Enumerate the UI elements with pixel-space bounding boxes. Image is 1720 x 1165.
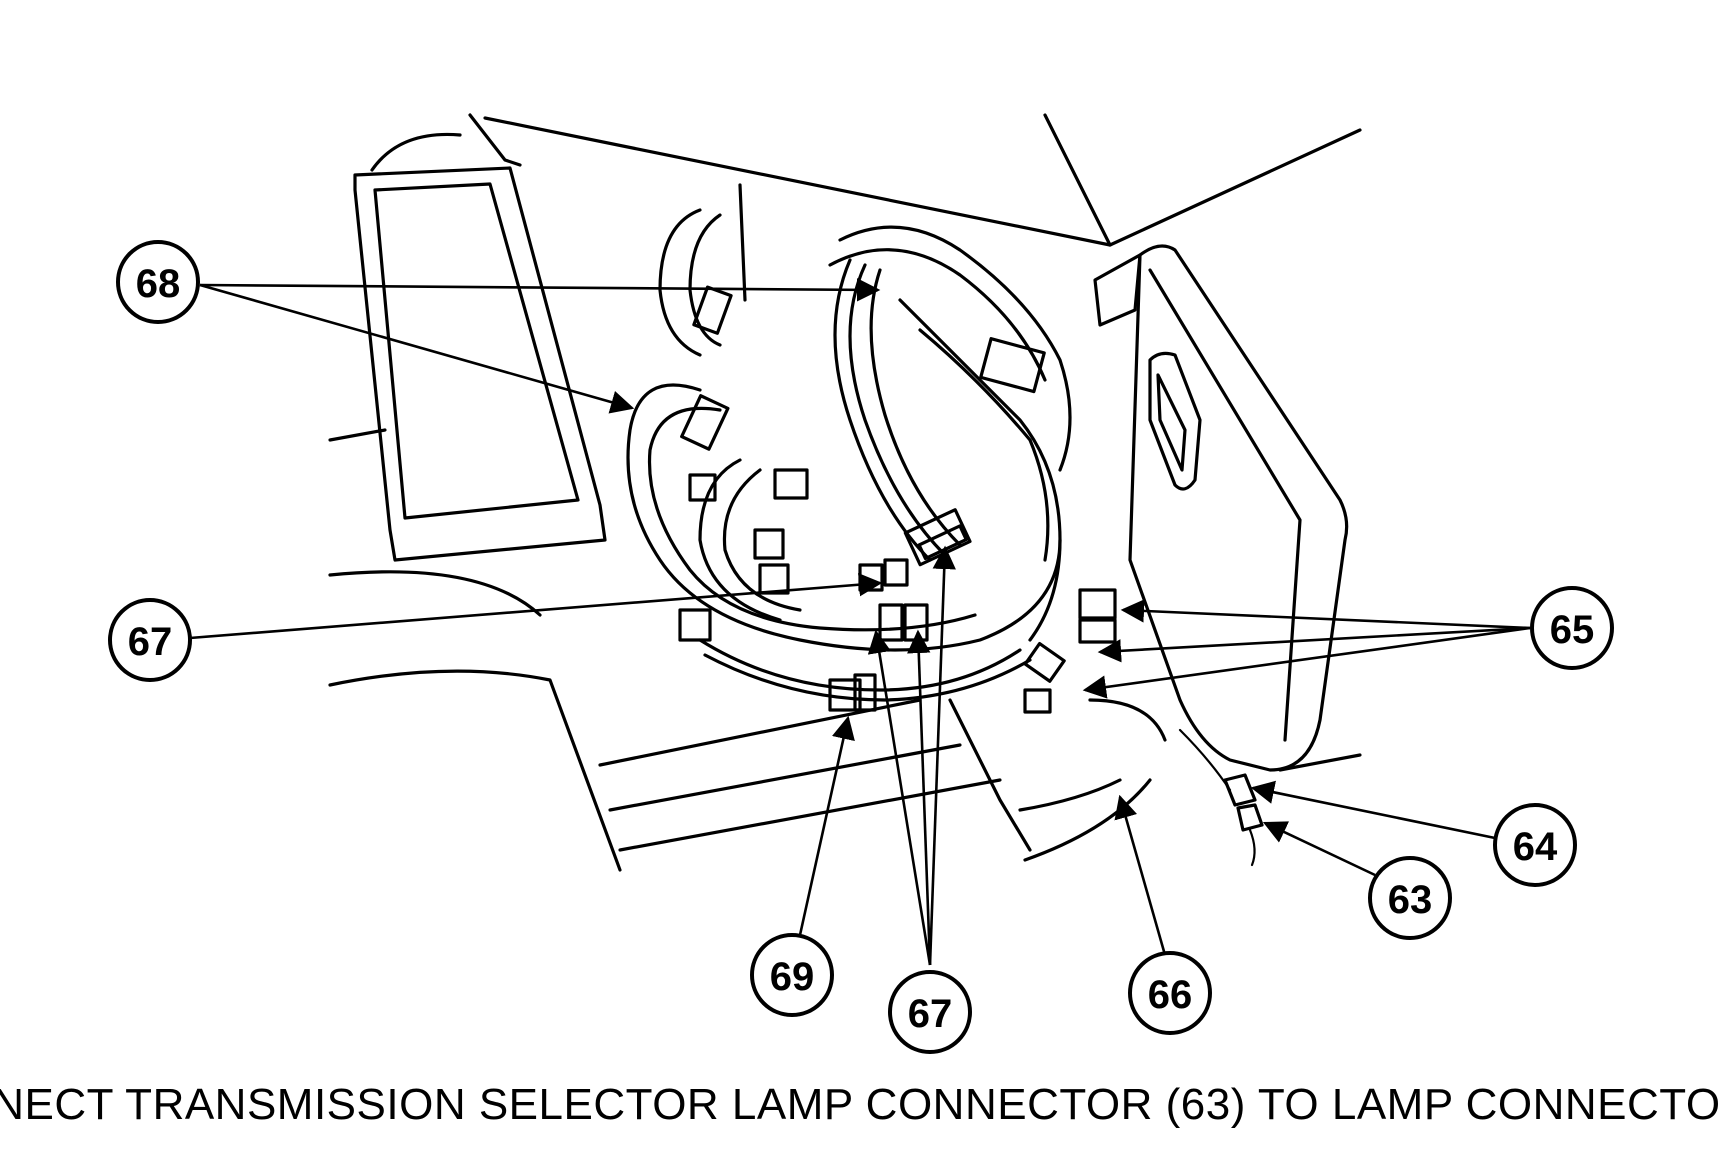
callout-64: 64 [1493, 803, 1577, 887]
svg-text:67: 67 [908, 992, 953, 1036]
leader-lines [189, 278, 1531, 966]
svg-text:68: 68 [136, 262, 181, 306]
svg-text:66: 66 [1148, 973, 1193, 1017]
callout-68: 68 [116, 240, 200, 324]
callout-65: 65 [1530, 586, 1614, 670]
callout-66: 66 [1128, 951, 1212, 1035]
instruction-caption: NNECT TRANSMISSION SELECTOR LAMP CONNECT… [0, 1080, 1720, 1129]
dashboard-line-art [328, 113, 1362, 872]
callout-67-left: 67 [108, 598, 192, 682]
svg-text:63: 63 [1388, 878, 1433, 922]
svg-text:65: 65 [1550, 608, 1595, 652]
callout-69: 69 [750, 933, 834, 1017]
svg-text:67: 67 [128, 620, 173, 664]
svg-text:64: 64 [1513, 825, 1558, 869]
callout-67-bottom: 67 [888, 970, 972, 1054]
svg-text:69: 69 [770, 955, 815, 999]
callout-63: 63 [1368, 856, 1452, 940]
